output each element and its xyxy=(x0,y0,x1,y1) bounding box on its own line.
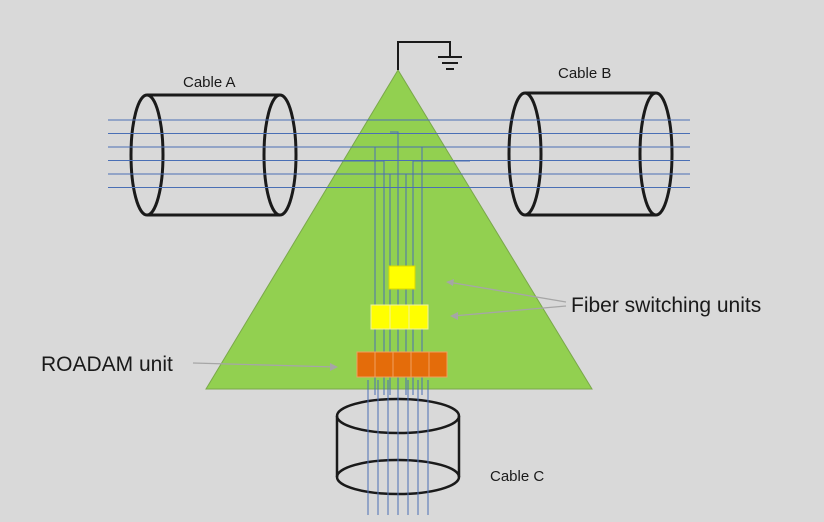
unit-cell xyxy=(370,304,391,330)
pointer-arrowhead-roadam xyxy=(330,363,338,371)
unit-cell xyxy=(410,351,430,378)
unit-cell xyxy=(428,351,448,378)
pointer-to-top-switch xyxy=(447,281,567,303)
cable-b-label: Cable B xyxy=(558,65,611,82)
fiber-switching-unit-middle xyxy=(370,304,429,330)
cable-fibers xyxy=(108,119,690,188)
cable-a-right-end xyxy=(262,93,298,217)
unit-cell xyxy=(392,351,412,378)
pointer-lines xyxy=(192,279,567,371)
unit-cell xyxy=(374,351,394,378)
cable-b xyxy=(507,91,674,217)
fiber-switching-units-label: Fiber switching units xyxy=(571,294,761,317)
cable-a-label: Cable A xyxy=(183,74,236,91)
roadam-unit xyxy=(356,351,448,378)
pointer-to-middle-switch xyxy=(452,305,567,317)
unit-cell xyxy=(408,304,429,330)
ground-symbol xyxy=(397,41,462,70)
vertical-fibers xyxy=(367,380,429,515)
network-node-triangle xyxy=(205,69,593,390)
roadam-unit-label: ROADAM unit xyxy=(41,353,173,376)
fiber-switching-unit-top xyxy=(388,265,416,290)
cable-a xyxy=(129,93,298,217)
pointer-arrowhead-middle xyxy=(450,312,458,320)
cable-c-label: Cable C xyxy=(490,468,544,485)
unit-cell xyxy=(388,265,416,290)
cable-b-left-end xyxy=(507,91,543,217)
unit-cell xyxy=(389,304,410,330)
pointer-arrowhead-top xyxy=(446,279,454,286)
cable-b-right-end xyxy=(638,91,674,217)
cable-a-left-end xyxy=(129,93,165,217)
ground-wire xyxy=(397,41,451,70)
pointer-to-roadam xyxy=(192,362,337,368)
unit-cell xyxy=(356,351,376,378)
